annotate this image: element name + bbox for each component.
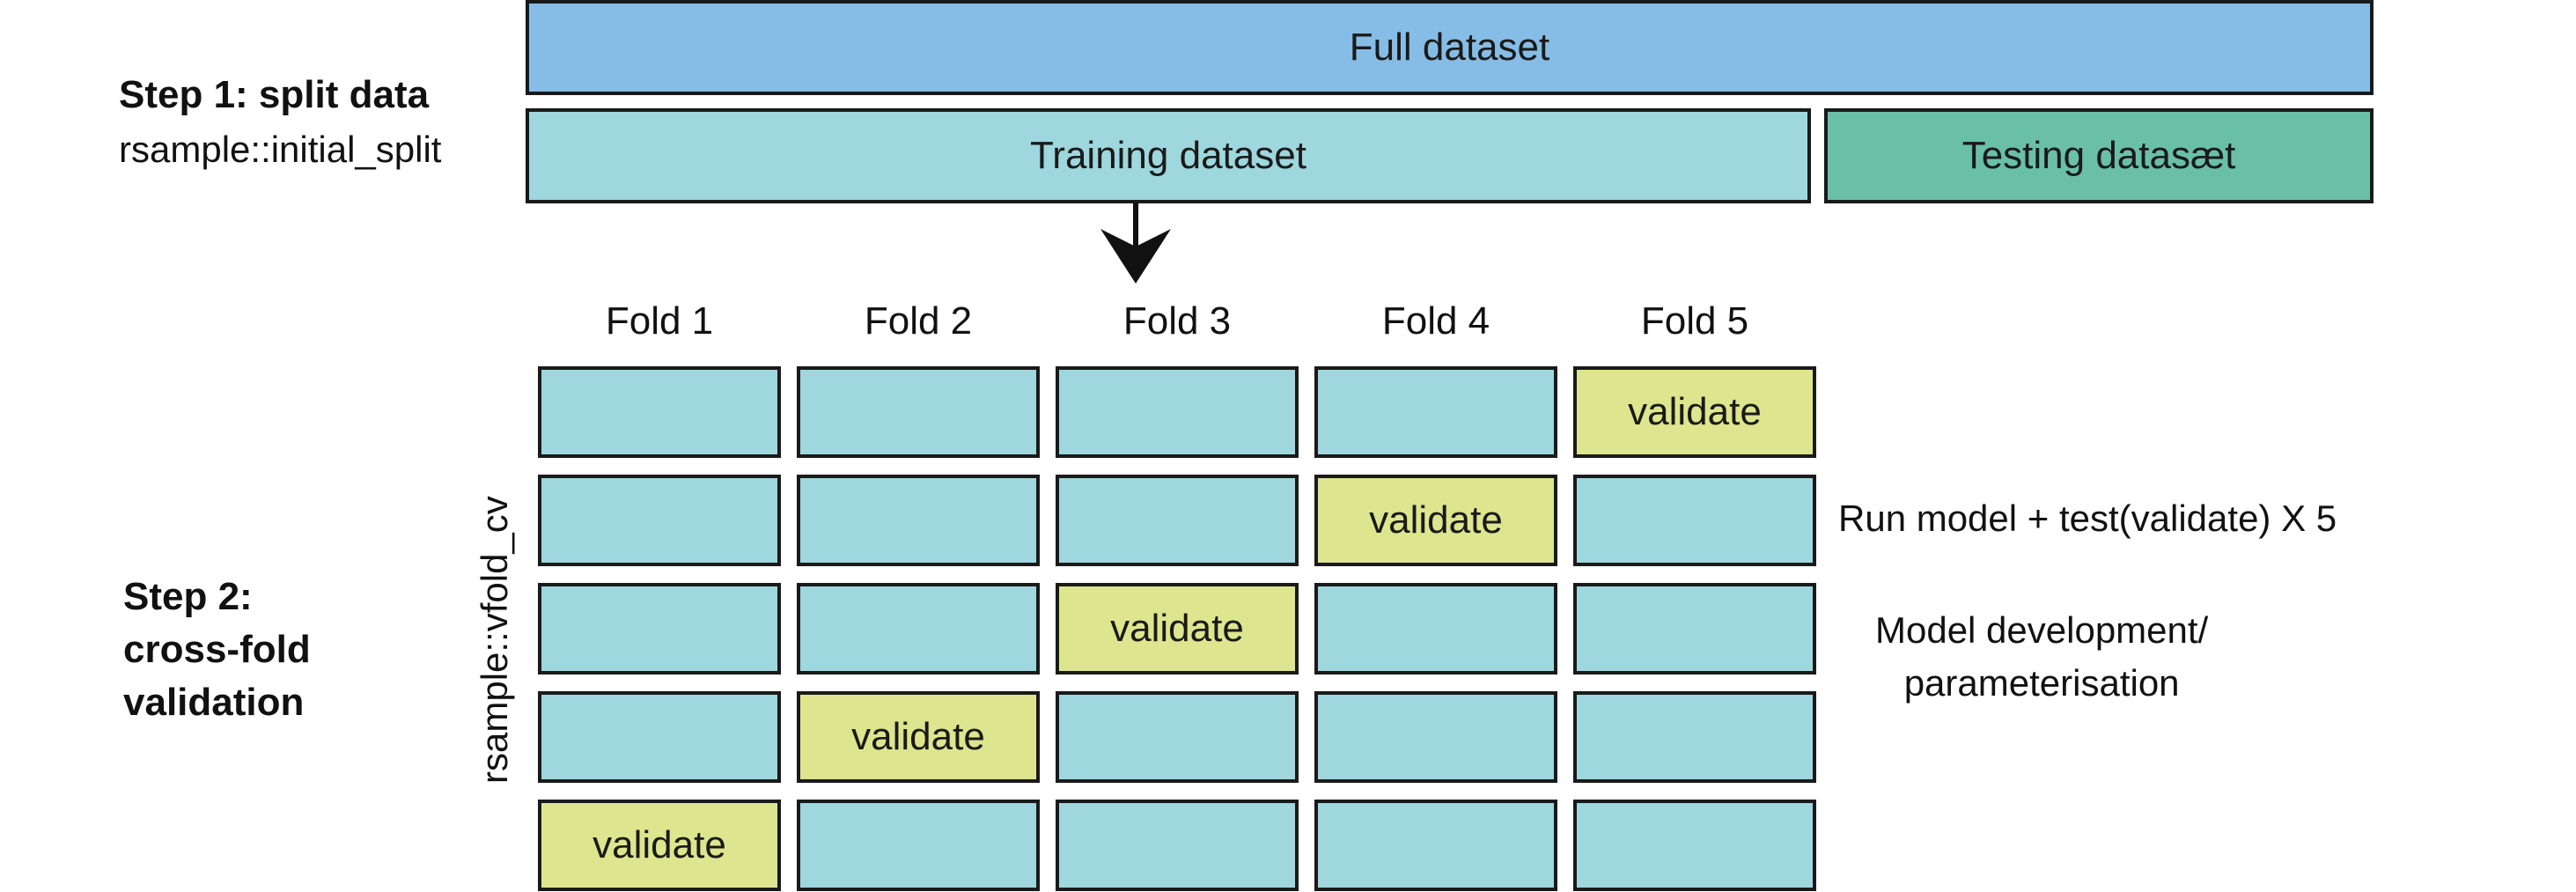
training-fold-cell [1314, 800, 1557, 891]
testing-dataset-box: Testing datasæt [1824, 108, 2374, 203]
model-development-note: Model development/ parameterisation [1875, 604, 2208, 710]
training-fold-cell [1573, 691, 1816, 783]
training-fold-cell [1314, 366, 1557, 458]
validate-cell: validate [1314, 475, 1557, 566]
training-fold-cell [797, 475, 1040, 566]
full-dataset-label: Full dataset [1349, 26, 1550, 69]
training-fold-cell [1056, 475, 1299, 566]
step1-title: Step 1: split data [119, 73, 430, 116]
validate-cell: validate [797, 691, 1040, 783]
training-fold-cell [1056, 691, 1299, 783]
validate-cell: validate [1573, 366, 1816, 458]
fold-header-1: Fold 1 [605, 299, 714, 343]
training-dataset-box: Training dataset [526, 108, 1811, 203]
training-fold-cell [797, 800, 1040, 891]
training-fold-cell [538, 583, 781, 675]
step2-title: Step 2: cross-fold validation [123, 571, 311, 729]
validate-cell: validate [1056, 583, 1299, 675]
training-fold-cell [1573, 583, 1816, 675]
training-fold-cell [538, 475, 781, 566]
training-fold-cell [1314, 583, 1557, 675]
fold-header-2: Fold 2 [864, 299, 973, 343]
full-dataset-box: Full dataset [526, 0, 2374, 95]
training-fold-cell [538, 691, 781, 783]
validate-label: validate [1628, 390, 1762, 433]
validate-label: validate [851, 715, 985, 758]
model-development-line-2: parameterisation [1903, 662, 2180, 704]
training-fold-cell [538, 366, 781, 458]
fold-header-5: Fold 5 [1640, 299, 1749, 343]
validate-label: validate [1110, 607, 1244, 650]
run-model-note: Run model + test(validate) X 5 [1838, 498, 2337, 539]
model-development-line-1: Model development/ [1875, 609, 2209, 651]
step2-title-line-1: Step 2: [123, 575, 253, 618]
training-fold-cell [1573, 800, 1816, 891]
training-fold-cell [797, 366, 1040, 458]
fold-header-4: Fold 4 [1381, 299, 1490, 343]
step2-title-line-3: validation [123, 681, 305, 724]
validate-cell: validate [538, 800, 781, 891]
validate-label: validate [592, 823, 726, 866]
down-arrow-icon [1100, 203, 1171, 284]
fold-header-3: Fold 3 [1122, 299, 1232, 343]
testing-dataset-label: Testing datasæt [1961, 134, 2236, 177]
training-fold-cell [1056, 800, 1299, 891]
validate-label: validate [1369, 498, 1503, 542]
training-dataset-label: Training dataset [1030, 134, 1306, 177]
training-fold-cell [1314, 691, 1557, 783]
vfold-cv-label: rsample::vfold_cv [474, 496, 515, 784]
training-fold-cell [1573, 475, 1816, 566]
step2-title-line-2: cross-fold [123, 628, 311, 671]
step1-subtitle: rsample::initial_split [119, 129, 442, 170]
training-fold-cell [797, 583, 1040, 675]
training-fold-cell [1056, 366, 1299, 458]
